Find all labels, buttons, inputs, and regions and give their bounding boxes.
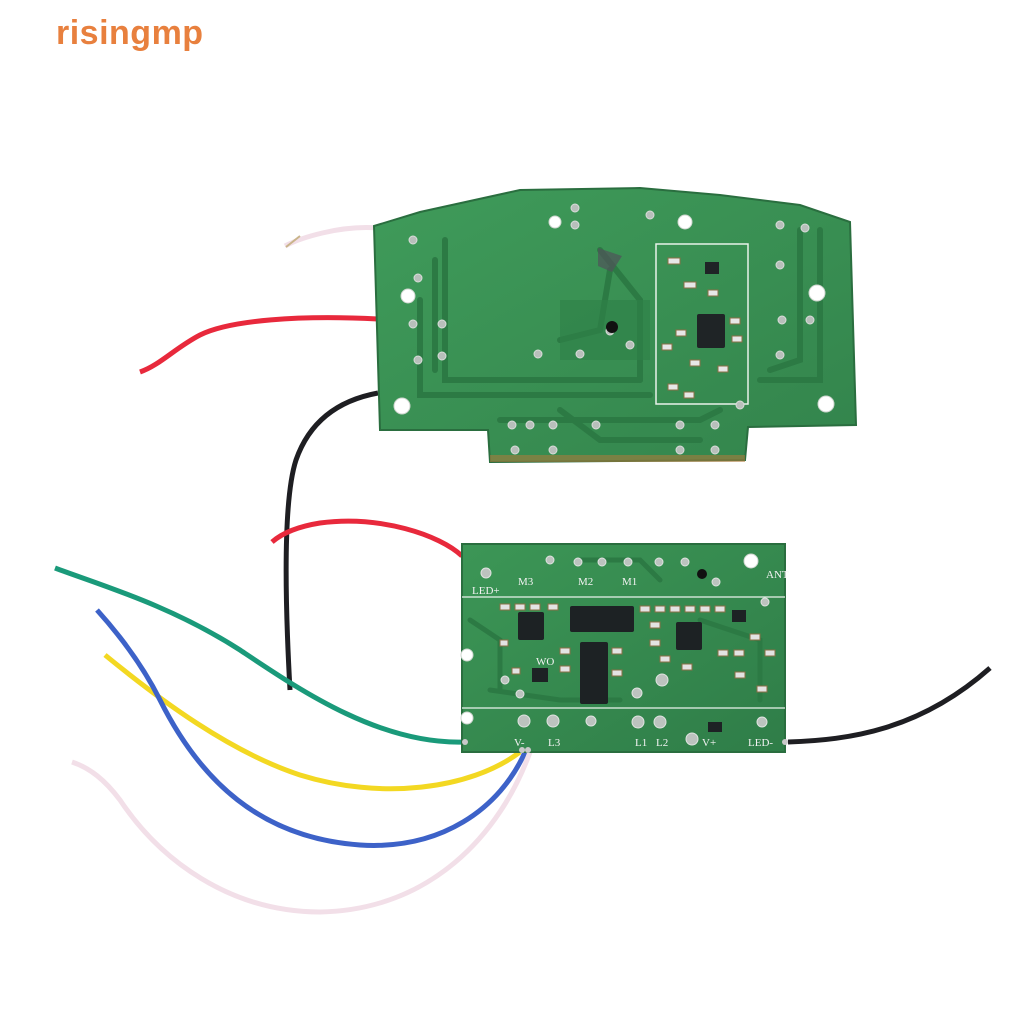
red-wire-top — [139, 315, 379, 375]
label-l2: L2 — [656, 737, 668, 749]
blue-wire — [95, 608, 529, 848]
label-m3: M3 — [518, 576, 534, 588]
label-v-minus: V- — [514, 737, 525, 749]
brand-watermark: risingmp — [56, 14, 204, 52]
green-wire — [54, 565, 466, 745]
label-l1: L1 — [635, 737, 647, 749]
label-m2: M2 — [578, 576, 593, 588]
black-wire-bottom — [787, 666, 992, 745]
yellow-wire — [103, 653, 522, 792]
label-ant: ANT — [766, 569, 789, 581]
transmitter-board — [139, 186, 858, 691]
label-m1: M1 — [622, 576, 637, 588]
label-v-plus: V+ — [702, 737, 716, 749]
receiver-board: LED+ M3 M2 M1 ANT WO V- L3 L1 L2 V+ LED- — [54, 518, 992, 915]
red-wire-bottom — [270, 518, 464, 558]
label-l3: L3 — [548, 737, 561, 749]
white-wire-bottom — [71, 751, 533, 915]
label-led-plus: LED+ — [472, 585, 500, 597]
label-wo: WO — [536, 656, 554, 668]
black-wire-top — [283, 390, 379, 691]
label-led-minus: LED- — [748, 737, 773, 749]
